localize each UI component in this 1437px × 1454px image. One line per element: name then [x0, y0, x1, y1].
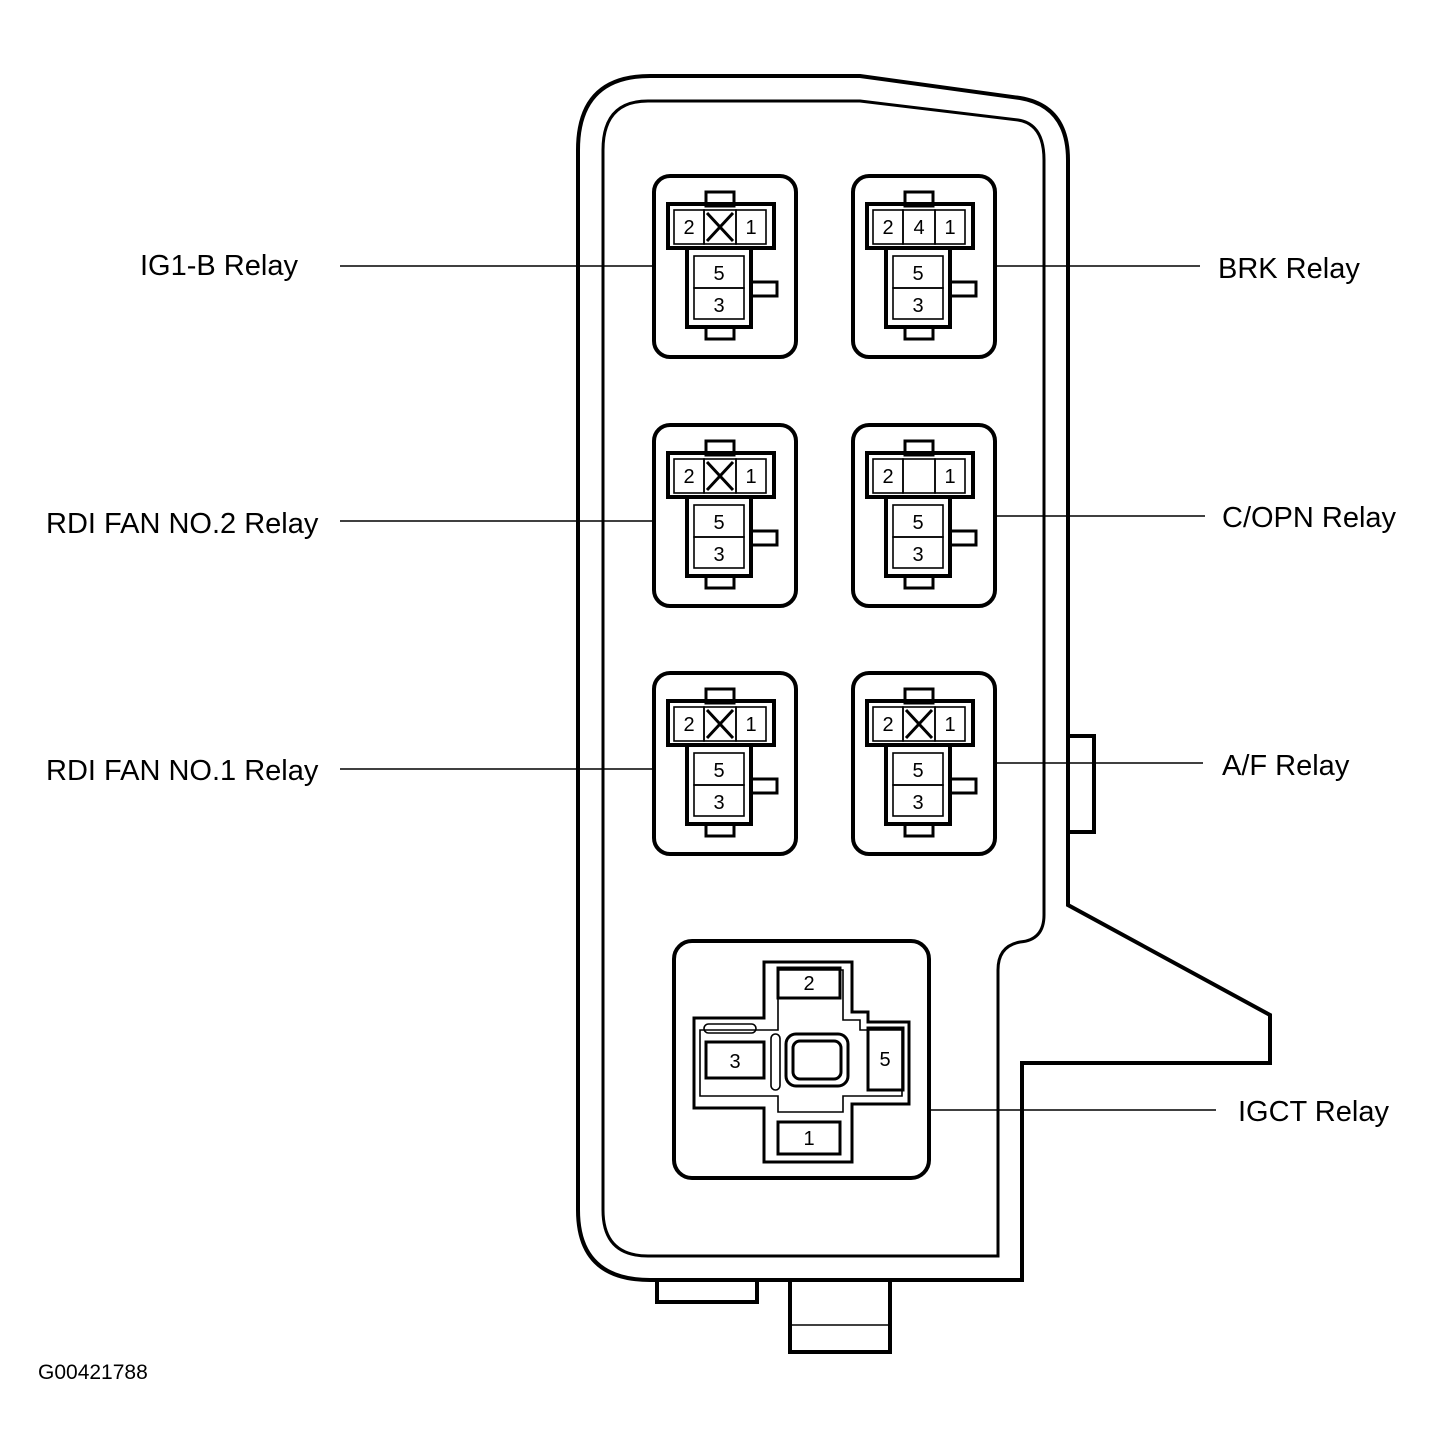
pin-box: [892, 536, 944, 569]
pin-top-right: 1: [944, 714, 955, 736]
pin-box: [934, 458, 966, 494]
igct-pin-3-box: [704, 1040, 766, 1080]
pin-upper: 5: [912, 760, 923, 782]
igct-relay-label: IGCT Relay: [1238, 1096, 1389, 1128]
pin-box: [892, 287, 944, 320]
pin-box: [693, 784, 745, 817]
pin-top-left: 2: [683, 217, 694, 239]
pin-top-right: 1: [944, 466, 955, 488]
blank-pin-cross: [904, 708, 934, 740]
figure-code: G00421788: [38, 1361, 148, 1384]
side-key: [749, 280, 779, 298]
relay-slot-rdifan2: 2 1 5 3 RDI FAN NO.2 Relay: [46, 423, 798, 608]
relay-slot-copn: 2 1 5 3 C/OPN Relay: [851, 423, 1397, 608]
relay-slot-rdifan1: 2 1 5 3 RDI FAN NO.1 Relay: [46, 671, 798, 856]
bottom-tab-left: [655, 1280, 759, 1304]
side-key: [749, 777, 779, 795]
igct-slot-bar: [703, 1023, 757, 1034]
side-key: [948, 777, 978, 795]
pin-upper: 5: [713, 512, 724, 534]
relay-label: RDI FAN NO.2 Relay: [46, 508, 319, 540]
pin-upper: 5: [713, 263, 724, 285]
igct-center-outer: [784, 1032, 850, 1088]
pin-lower: 3: [912, 792, 923, 814]
socket-frame: [652, 423, 798, 608]
pin-top-right: 1: [745, 466, 756, 488]
pin-lower: 3: [713, 295, 724, 317]
side-key: [948, 280, 978, 298]
igct-cross-terminal: [692, 960, 911, 1164]
igct-pin-2-box: [776, 966, 842, 1000]
igct-pin-5: 5: [879, 1049, 890, 1071]
pin-upper: 5: [713, 760, 724, 782]
bottom-nub: [704, 325, 736, 341]
pin-box: [735, 706, 767, 742]
pin-box: [693, 536, 745, 569]
igct-inner-outline: [699, 969, 903, 1113]
bottom-nub: [704, 822, 736, 838]
igct-pin-5-box: [866, 1026, 905, 1092]
pin-top-left: 2: [683, 714, 694, 736]
igct-relay-slot: 2 3 5 1 IGCT Relay: [672, 939, 1389, 1180]
relay-label: A/F Relay: [1222, 750, 1350, 782]
bottom-connector: [788, 1280, 892, 1354]
housing-inner-outline: [601, 99, 1046, 1258]
pin-upper: 5: [912, 263, 923, 285]
relay-label: BRK Relay: [1218, 253, 1360, 285]
side-key: [948, 529, 978, 547]
socket-frame: [652, 671, 798, 856]
pin-top-left: 2: [683, 466, 694, 488]
pin-top-left: 2: [882, 466, 893, 488]
pin-box: [693, 287, 745, 320]
igct-vertical-slot: [770, 1033, 781, 1091]
igct-socket-frame: [672, 939, 931, 1180]
relay-label: IG1-B Relay: [140, 250, 298, 282]
side-tab: [1068, 734, 1096, 834]
pin-box: [892, 784, 944, 817]
relay-label: C/OPN Relay: [1222, 502, 1397, 534]
pin-box: [934, 209, 966, 245]
relay-slot-af: 2 1 5 3 A/F Relay: [851, 671, 1350, 856]
pin-top-left: 2: [882, 217, 893, 239]
relay-label: RDI FAN NO.1 Relay: [46, 755, 319, 787]
pin-box: [934, 706, 966, 742]
blank-pin-cross: [705, 708, 735, 740]
pin-top-left: 2: [882, 714, 893, 736]
blank-pin-cross: [705, 211, 735, 243]
bottom-nub: [903, 574, 935, 590]
pin-box: [902, 458, 936, 494]
pin-lower: 3: [713, 792, 724, 814]
pin-lower: 3: [912, 544, 923, 566]
side-key: [749, 529, 779, 547]
pin-top-right: 1: [745, 217, 756, 239]
igct-pin-3: 3: [729, 1051, 740, 1073]
pin-upper: 5: [912, 512, 923, 534]
pin-box: [735, 209, 767, 245]
bottom-nub: [903, 822, 935, 838]
blank-pin-cross: [705, 460, 735, 492]
pin-top-middle: 4: [913, 217, 924, 239]
igct-center-inner: [791, 1039, 843, 1081]
pin-lower: 3: [713, 544, 724, 566]
pin-lower: 3: [912, 295, 923, 317]
igct-pin-1: 1: [803, 1128, 814, 1150]
bottom-nub: [704, 574, 736, 590]
bottom-nub: [903, 325, 935, 341]
pin-top-right: 1: [745, 714, 756, 736]
housing-outline: [576, 74, 1272, 1282]
igct-pin-2: 2: [803, 973, 814, 995]
pin-top-right: 1: [944, 217, 955, 239]
pin-box: [735, 458, 767, 494]
relay-slot-ig1b: 2 1 5 3 IG1-B Relay: [140, 174, 798, 359]
igct-pin-1-box: [776, 1120, 842, 1156]
